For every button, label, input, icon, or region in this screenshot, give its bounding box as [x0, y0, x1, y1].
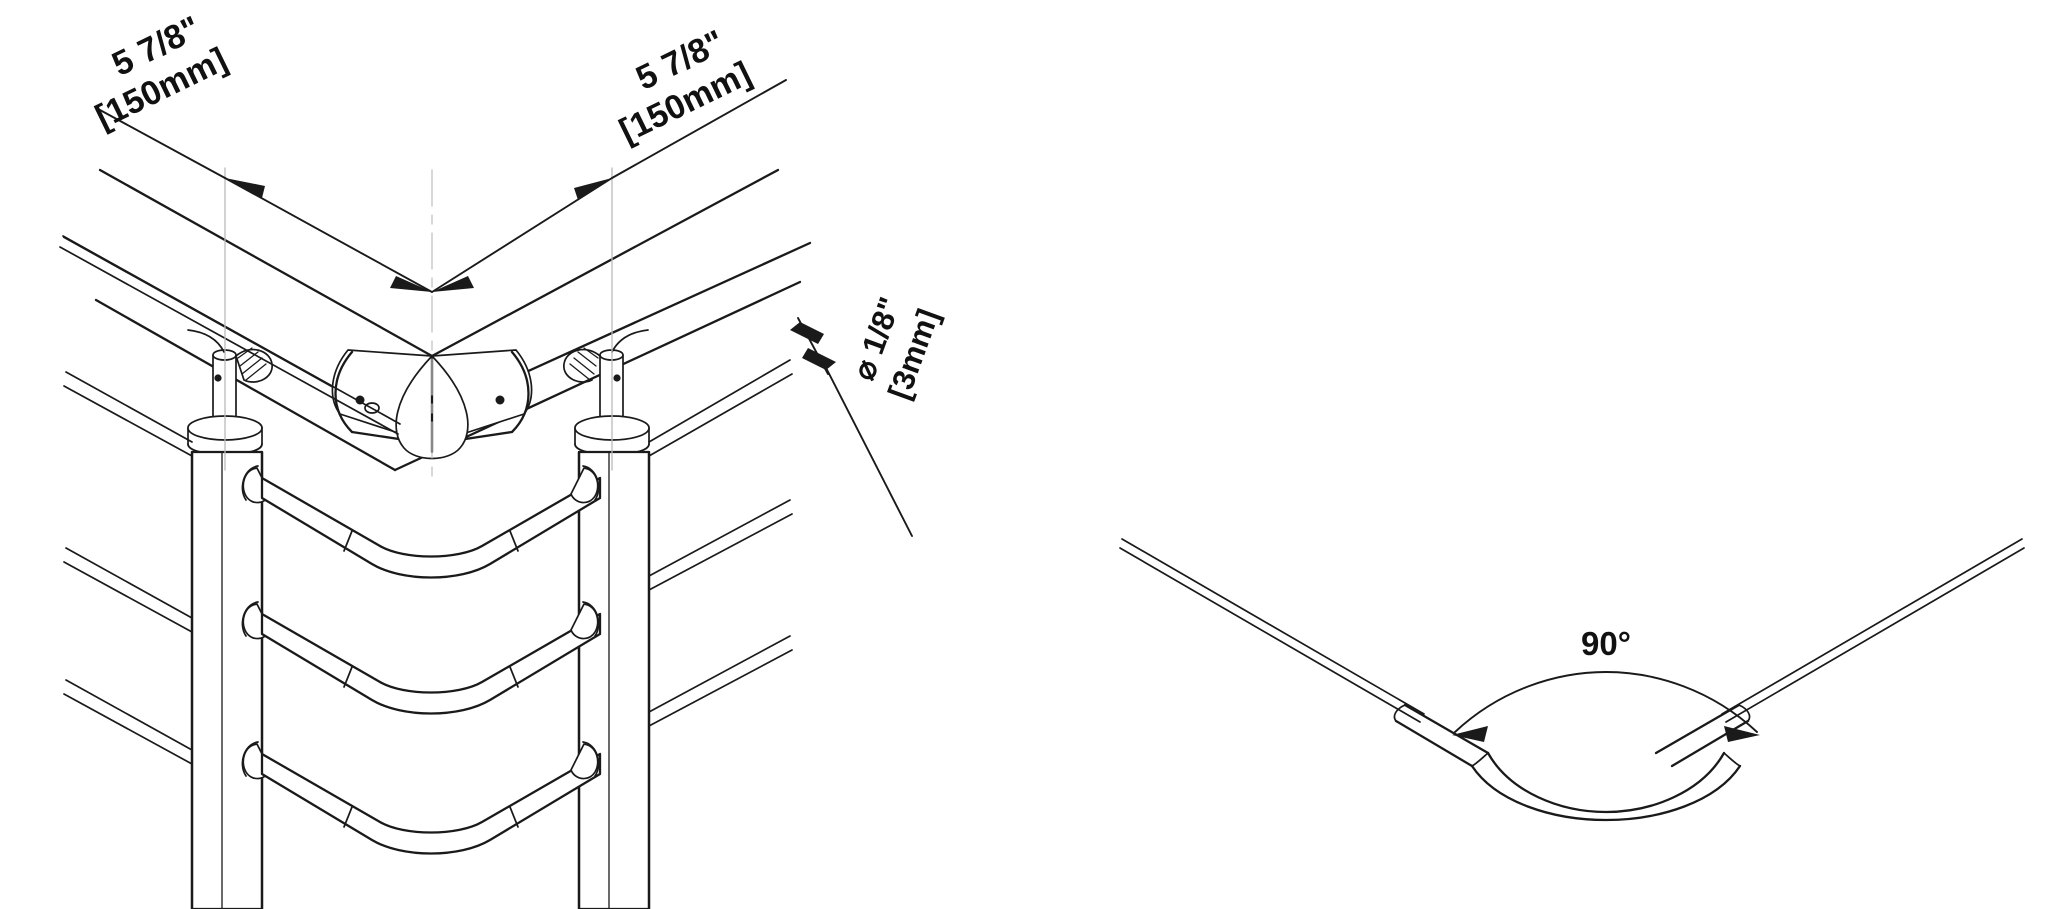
cable-bend-left-tube-inner	[1394, 719, 1474, 768]
cable-right-row3-a	[648, 635, 791, 713]
cable-row1-sleeve-mark-left	[343, 530, 353, 552]
cable-row2-sleeve-mark-left	[343, 666, 353, 688]
cable-right-row2-b	[648, 513, 793, 591]
handrail-cap-outline-right	[430, 350, 530, 446]
cable-bend-right-tube-end-cap	[1738, 704, 1751, 722]
right-view-cable-bend: 90°	[1119, 538, 2025, 822]
dim-left-arrow-outer	[225, 178, 265, 198]
cable-row1-sleeve-mark-right	[509, 530, 519, 552]
cable-right-row2-a	[648, 499, 791, 577]
cable-into-post-left	[187, 329, 225, 353]
handrail-cap-outline-left	[334, 350, 434, 446]
left-view-isometric-corner: 5 7/8" [150mm] 5 7/8" [150mm]	[59, 9, 946, 909]
handrail-top-back-edge-left	[98, 168, 434, 358]
cable-row3-sleeve-mark-right	[509, 806, 519, 828]
cable-bend-outer-arc	[1486, 751, 1726, 814]
cable-row1-grommet-left-arc	[241, 465, 259, 501]
cable-right-row1-b	[648, 373, 793, 457]
dim-left-arrow-inner	[390, 276, 432, 292]
cable-row2-grommet-left-arc	[241, 601, 259, 637]
angle-dim-arc	[1454, 671, 1758, 733]
cable-upper-left-a	[62, 235, 401, 425]
cable-bend-left-leg-edge-inner	[1119, 547, 1421, 723]
cable-row3-grommet-right	[570, 743, 599, 780]
cable-left-row1-b	[63, 385, 193, 457]
cable-runs-right-side	[648, 359, 793, 727]
dim-dia-arrow-upper	[790, 322, 824, 344]
angle-dim-arrow-left	[1452, 726, 1488, 742]
handrail-top-back-edge-right	[430, 168, 780, 358]
ferrule-right	[563, 347, 601, 383]
handrail-lower-edge-left	[94, 298, 397, 472]
cable-right-row3-b	[648, 649, 793, 727]
dim-right-leader	[611, 79, 787, 179]
dim-dia-arrow-lower	[802, 348, 836, 370]
handrail-cap-pin-right	[495, 395, 505, 405]
cable-bend-left-tube-end-cap	[1393, 704, 1406, 722]
cable-left-row3-a	[65, 679, 193, 751]
cable-left-row2-b	[63, 561, 193, 633]
cable-into-post-right	[611, 329, 649, 353]
cable-row3-body	[260, 752, 602, 855]
cable-row2-grommet-right-arc	[582, 601, 600, 637]
cable-row3-grommet-right-arc	[582, 741, 600, 777]
cable-left-row3-b	[63, 693, 193, 765]
post-right-tube	[577, 450, 651, 909]
post-right-spigot-setscrew	[613, 374, 621, 382]
cable-bend-inner-arc	[1470, 764, 1742, 822]
cable-bend-right-leg-edge-outer	[1721, 538, 2023, 715]
dim-dia-leader	[819, 355, 913, 537]
post-left	[187, 349, 264, 909]
dim-left-line	[224, 177, 433, 293]
cable-runs-left-side	[63, 371, 193, 765]
cable-upper-left-b	[59, 246, 399, 435]
upper-cable-runs	[59, 235, 401, 435]
cable-bend-row-2	[241, 601, 602, 715]
post-left-tube	[190, 450, 264, 909]
dim-left-leader	[99, 109, 226, 179]
angle-dim-label: 90°	[1581, 625, 1631, 662]
cable-bend-sleeve-mark-right	[1723, 752, 1741, 767]
cable-row3-grommet-left-arc	[241, 741, 259, 777]
cable-row1-grommet-right	[570, 467, 599, 504]
cable-bend-left-tube-outer	[1403, 703, 1490, 755]
cable-left-row2-a	[65, 547, 193, 619]
cable-bend-left-leg-edge-outer	[1121, 538, 1425, 715]
cable-bend-right-leg-edge-inner	[1725, 547, 2025, 723]
cable-bend-row-3	[241, 741, 602, 855]
cable-left-row1-a	[65, 371, 193, 443]
top-cable-terminations	[187, 329, 649, 383]
cable-row1-body	[260, 476, 602, 579]
post-left-spigot-setscrew	[214, 374, 222, 382]
cable-row2-sleeve-mark-right	[509, 666, 519, 688]
cable-row2-body	[260, 612, 602, 715]
cable-right-row1-a	[648, 359, 791, 443]
cable-row2-grommet-right	[570, 603, 599, 640]
cable-bend-sleeve-mark-left	[1471, 752, 1489, 767]
cable-row1-grommet-right-arc	[582, 465, 600, 501]
dim-right-arrow-outer	[574, 178, 612, 200]
dim-right-arrow-inner	[432, 276, 474, 292]
cable-bend-right-tube-outer	[1654, 703, 1741, 755]
cable-bend-right-tube-inner	[1670, 719, 1750, 768]
angle-dim-arrow-right	[1724, 726, 1760, 742]
ferrule-left	[235, 347, 273, 383]
dimension-corner-angle: 90°	[1452, 625, 1760, 742]
cable-bend-row-1	[241, 465, 602, 579]
cable-row3-sleeve-mark-left	[343, 806, 353, 828]
